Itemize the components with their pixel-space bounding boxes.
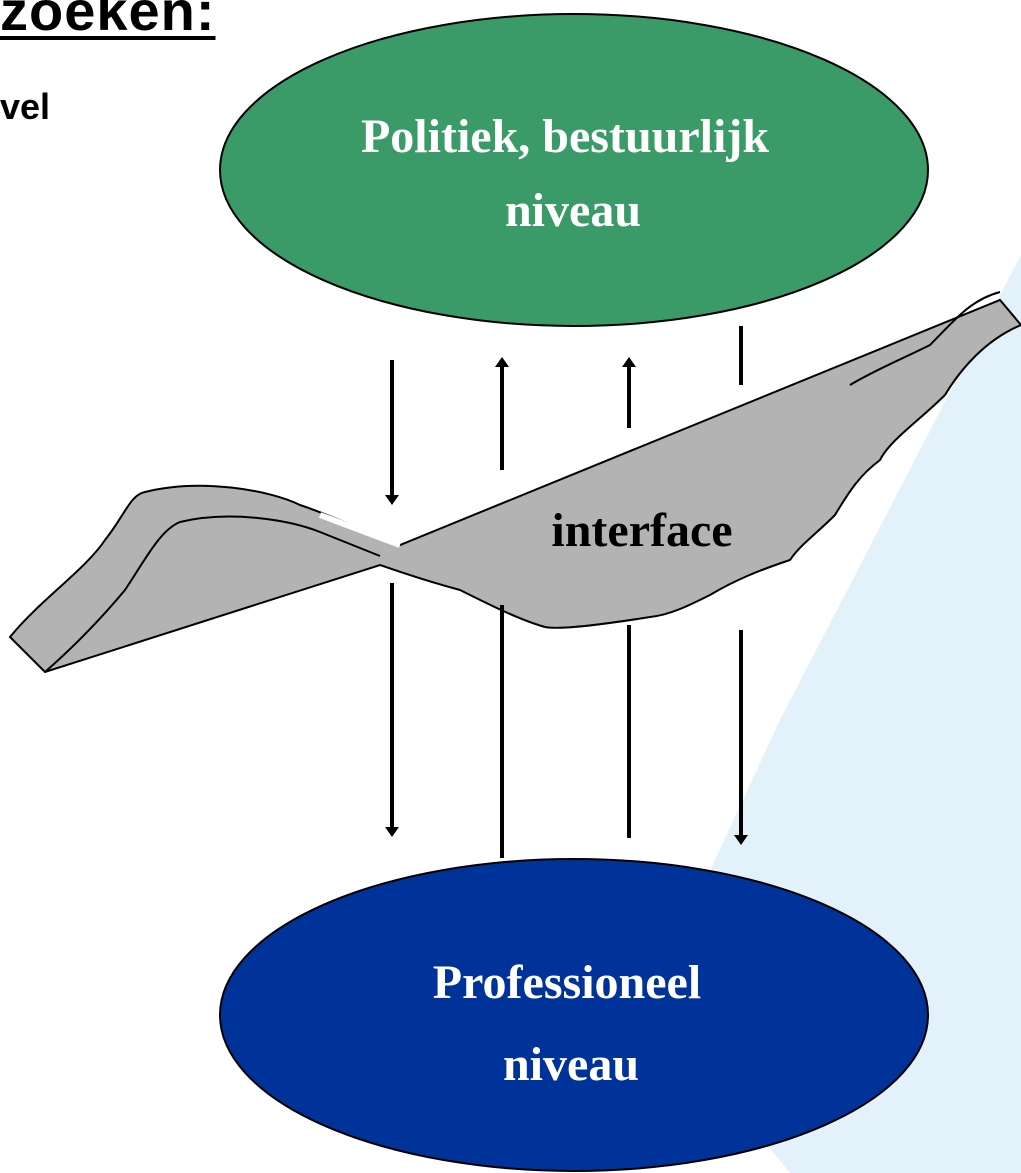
political-level-label-line2: niveau — [505, 184, 641, 237]
professional-level-label-line1: Professioneel — [433, 956, 701, 1009]
political-level-ellipse — [219, 13, 929, 327]
interface-plane — [8, 291, 1021, 674]
interface-label: interface — [551, 504, 732, 557]
professional-level-ellipse — [219, 858, 929, 1172]
professional-level-label-line2: niveau — [503, 1038, 639, 1091]
political-level-label-line1: Politiek, bestuurlijk — [361, 110, 769, 163]
slide-subtitle-fragment: vel — [0, 86, 51, 127]
slide-title-fragment: zoeken: — [0, 0, 216, 42]
